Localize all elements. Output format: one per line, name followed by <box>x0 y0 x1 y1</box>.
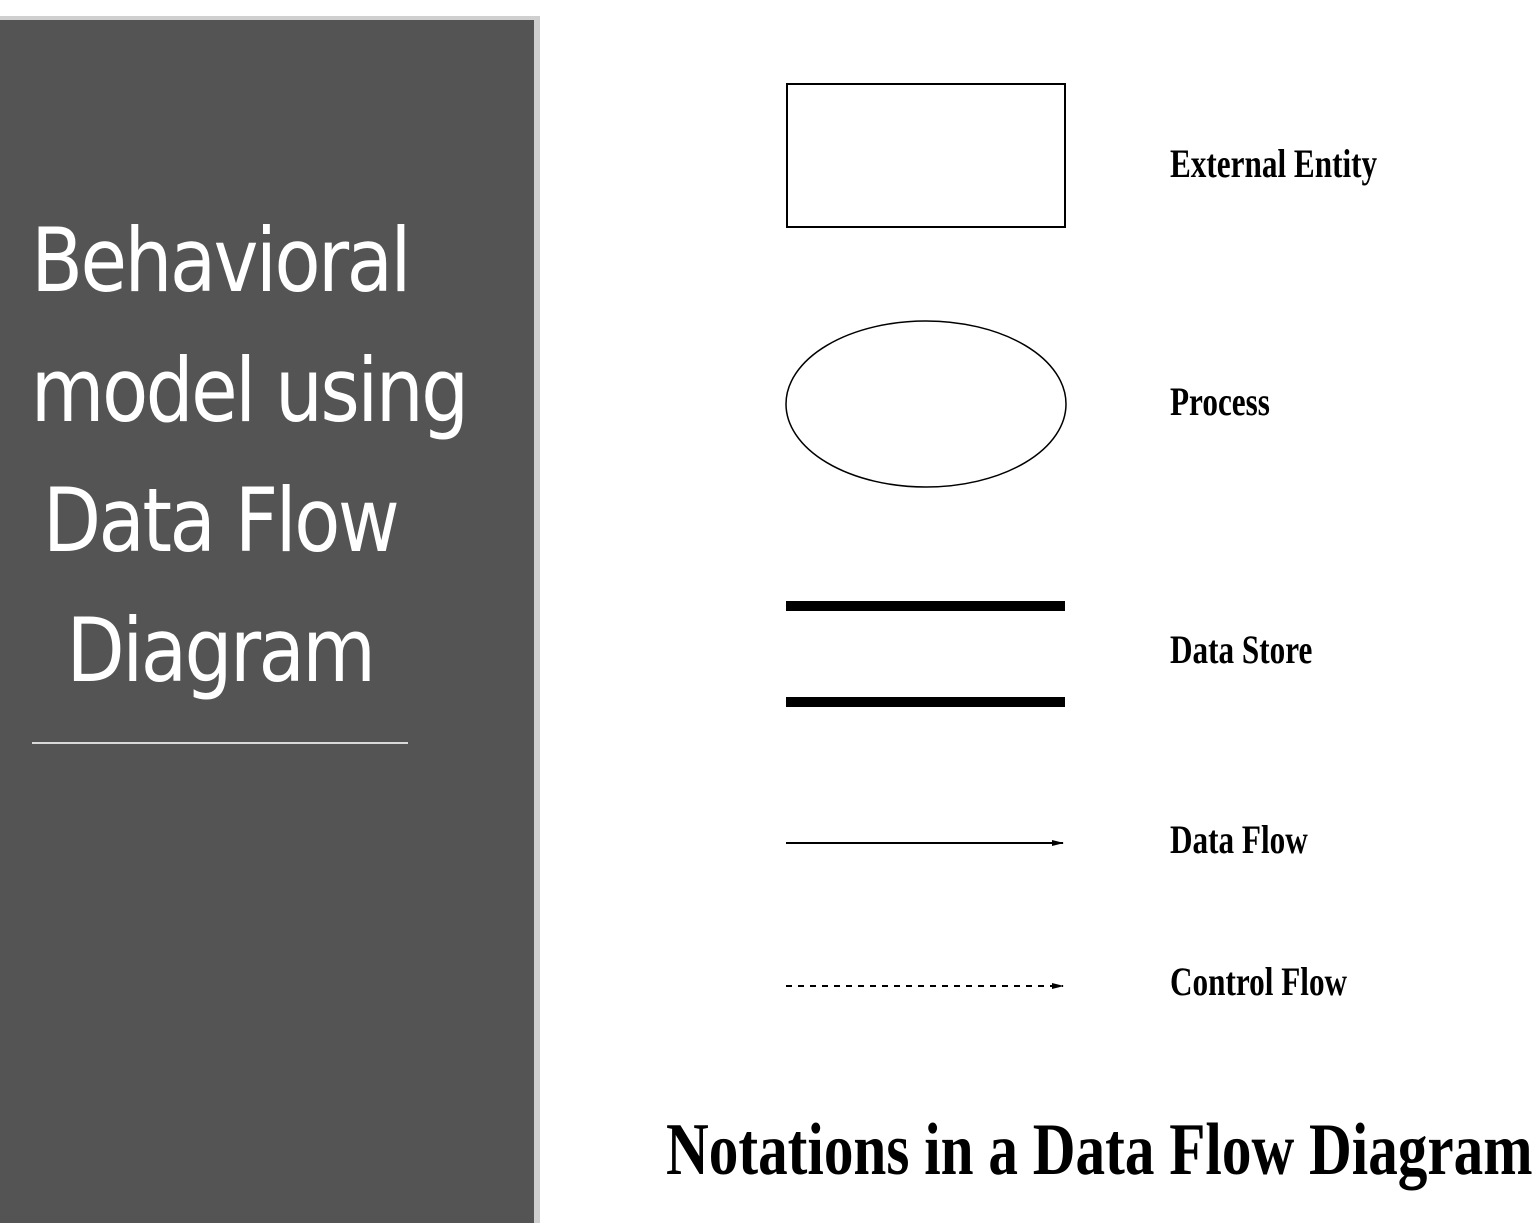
title-panel: Behavioral model using Data Flow Diagram <box>0 16 540 1223</box>
process-symbol <box>785 320 1067 488</box>
external-entity-symbol <box>786 83 1066 228</box>
slide-title-line-4: Diagram <box>66 599 376 702</box>
control-flow-label: Control Flow <box>1170 959 1348 1004</box>
data-store-label: Data Store <box>1170 627 1313 672</box>
external-entity-label: External Entity <box>1170 141 1378 186</box>
data-flow-label: Data Flow <box>1170 817 1308 862</box>
slide-title: Behavioral model using Data Flow Diagram <box>30 196 469 716</box>
data-store-symbol <box>786 601 1065 707</box>
process-label: Process <box>1170 379 1270 424</box>
slide-title-line-3: Data Flow <box>42 469 400 572</box>
title-divider <box>32 742 408 744</box>
diagram-caption: Notations in a Data Flow Diagram <box>666 1109 1533 1191</box>
slide-title-line-2: model using <box>30 339 469 442</box>
slide-title-line-1: Behavioral <box>31 209 411 312</box>
